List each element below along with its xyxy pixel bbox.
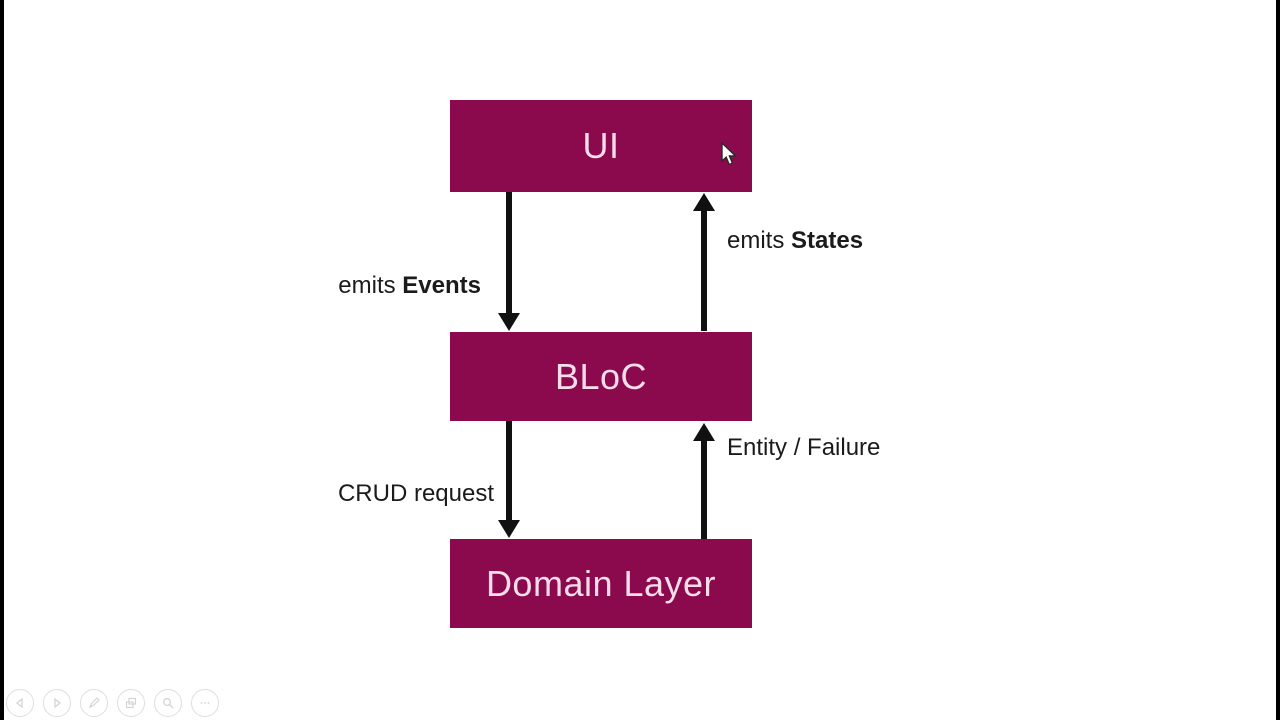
- node-domain-layer: Domain Layer: [450, 539, 752, 628]
- node-bloc-label: BLoC: [554, 355, 648, 397]
- edge-label-entity-failure: Entity / Failure: [727, 434, 880, 462]
- magnifier-icon: [162, 697, 174, 709]
- node-bloc: BLoC: [450, 332, 752, 421]
- arrow-head-up-icon: [693, 423, 715, 441]
- all-slides-icon: [125, 697, 137, 709]
- edge-label-emits-events: emits Events: [338, 272, 481, 300]
- edge-label-prefix: emits: [727, 227, 792, 254]
- see-all-slides-button[interactable]: [117, 689, 145, 717]
- edge-label-emits-states: emits States: [727, 227, 863, 255]
- node-ui: UI: [450, 100, 752, 192]
- mouse-cursor-icon: [721, 142, 738, 166]
- previous-arrow-icon: [16, 697, 23, 709]
- edge-label-prefix: CRUD request: [337, 480, 494, 507]
- edge-label-prefix: Entity / Failure: [727, 434, 881, 461]
- slideshow-toolbar: [6, 689, 219, 717]
- previous-slide-button[interactable]: [6, 689, 34, 717]
- arrow-head-up-icon: [693, 193, 715, 211]
- ellipsis-icon: [200, 702, 210, 704]
- edge-label-bold: Events: [402, 272, 481, 299]
- more-options-button[interactable]: [191, 689, 219, 717]
- node-ui-label: UI: [582, 125, 620, 166]
- pen-icon: [89, 697, 100, 708]
- pen-tools-button[interactable]: [80, 689, 108, 717]
- edge-label-bold: States: [791, 227, 864, 254]
- arrow-shaft: [701, 440, 707, 539]
- arrow-head-down-icon: [498, 520, 520, 538]
- arrow-head-down-icon: [498, 313, 520, 331]
- letterbox-left-bar: [0, 0, 4, 720]
- node-domain-layer-label: Domain Layer: [485, 562, 717, 604]
- edge-label-prefix: emits: [338, 272, 403, 299]
- zoom-button[interactable]: [154, 689, 182, 717]
- arrow-shaft: [506, 421, 512, 521]
- next-arrow-icon: [54, 697, 61, 709]
- arrow-shaft: [701, 210, 707, 331]
- arrow-shaft: [506, 192, 512, 314]
- letterbox-right-bar: [1276, 0, 1280, 720]
- next-slide-button[interactable]: [43, 689, 71, 717]
- edge-label-crud-request: CRUD request: [338, 480, 494, 508]
